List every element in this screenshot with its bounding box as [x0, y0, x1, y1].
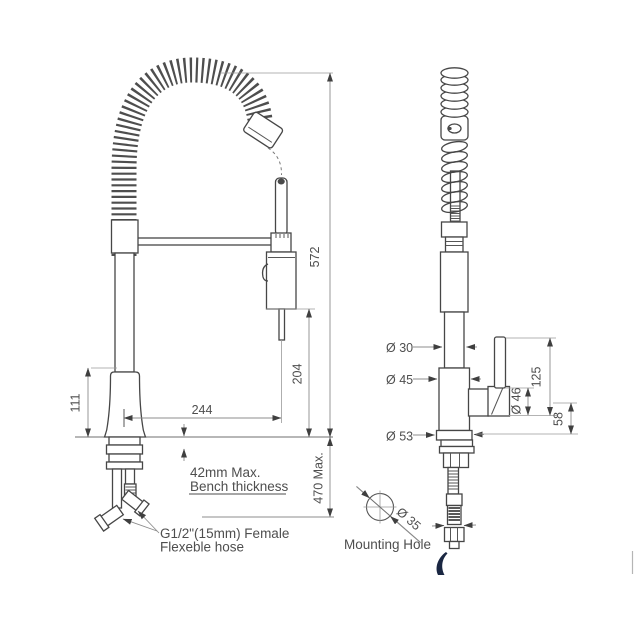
faucet-column-front	[103, 219, 147, 438]
side-dimensions: Ø 30 Ø 45 Ø 53 Ø 46 125 58	[386, 337, 578, 444]
under-bench-fittings-side	[431, 439, 477, 550]
dia-46-label: Ø 46	[510, 387, 524, 414]
connecting-bar	[135, 237, 273, 246]
dia-35-label: Ø 35	[394, 505, 424, 533]
dim-244-label: 244	[192, 403, 213, 417]
dim-125-label: 125	[530, 367, 544, 388]
spout-assembly-front	[261, 177, 297, 341]
hose-note-line1: G1/2"(15mm) Female	[160, 526, 289, 541]
spray-trajectory-dashed	[267, 147, 283, 176]
mixer-body-side	[438, 367, 471, 432]
handle-lever-side	[493, 336, 507, 389]
mounting-hole-symbol: Ø 35 Mounting Hole	[344, 486, 431, 552]
hose-elbow-left	[93, 504, 125, 532]
dia-45-label: Ø 45	[386, 373, 413, 387]
spout-wand	[274, 177, 288, 236]
dia-30-label: Ø 30	[386, 341, 413, 355]
spout-body	[265, 251, 297, 310]
spring-coil-side-lower	[441, 140, 468, 214]
dim-58-label: 58	[552, 412, 566, 426]
side-view: Ø 35 Mounting Hole Ø 30 Ø 45 Ø 53 Ø 46 1…	[344, 67, 578, 552]
front-dimensions: 572 204 244 111 470 Max. 42mm Max. Bench…	[69, 72, 334, 555]
spout-tip	[277, 178, 285, 185]
dim-572-label: 572	[308, 247, 322, 268]
under-bench-fittings-front	[93, 436, 150, 532]
spring-coil-side-top	[440, 67, 469, 118]
outlet-side	[467, 388, 490, 417]
base-flange-side	[435, 429, 473, 441]
hose-note-line2: Flexeble hose	[160, 540, 244, 555]
spray-head-front	[243, 111, 284, 149]
spray-head-side	[440, 115, 469, 141]
dim-470-label: 470 Max.	[312, 452, 326, 503]
dia-53-label: Ø 53	[386, 430, 413, 444]
handle-base-side	[487, 385, 511, 417]
dim-204-label: 204	[291, 364, 305, 385]
faucet-body-side	[435, 221, 511, 441]
bench-note-line1: 42mm Max.	[190, 465, 261, 480]
bench-note-line2: Bench thickness	[190, 479, 289, 494]
artifact-navy-crescent	[436, 552, 448, 575]
front-view: 572 204 244 111 470 Max. 42mm Max. Bench…	[69, 57, 334, 555]
mounting-hole-label: Mounting Hole	[344, 537, 431, 552]
spout-tube-side	[443, 311, 465, 369]
spring-coil-front	[111, 57, 273, 256]
spout-lever	[261, 263, 269, 282]
dim-111-label: 111	[69, 393, 83, 412]
wand-rod-side	[449, 170, 461, 226]
